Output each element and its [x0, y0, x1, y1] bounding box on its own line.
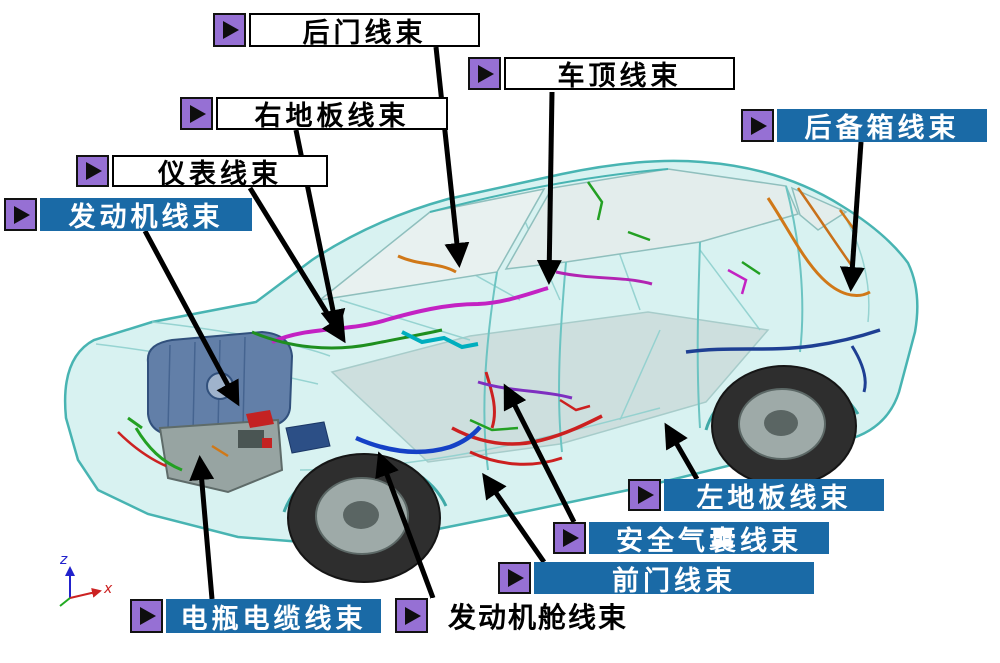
play-triangle-icon: [223, 21, 239, 39]
label-left-floor-harness: 左地板线束: [628, 479, 884, 514]
label-text: 发动机线束: [40, 198, 252, 233]
play-triangle-icon: [86, 162, 102, 180]
label-engine-bay-harness: 发动机舱线束: [395, 598, 645, 634]
label-instrument-harness: 仪表线束: [76, 155, 328, 190]
play-triangle-icon: [563, 529, 579, 547]
flag-icon: [395, 598, 428, 633]
flag-icon: [468, 57, 501, 90]
label-engine-harness: 发动机线束: [4, 198, 252, 233]
label-text: 右地板线束: [216, 97, 448, 132]
label-text: 后门线束: [249, 13, 480, 49]
label-right-floor-harness: 右地板线束: [180, 97, 448, 132]
front-wheel: [287, 453, 441, 583]
engine-emblem: [206, 372, 234, 400]
play-triangle-icon: [508, 569, 524, 587]
label-text: 仪表线束: [112, 155, 328, 190]
label-text: 车顶线束: [504, 57, 735, 92]
label-trunk-harness: 后备箱线束: [741, 109, 987, 144]
label-roof-harness: 车顶线束: [468, 57, 735, 92]
play-triangle-icon: [190, 104, 206, 123]
axis-z-label: z: [59, 552, 68, 568]
label-text: 电瓶电缆线束: [166, 599, 381, 635]
flag-icon: [4, 198, 37, 231]
flag-icon: [498, 562, 531, 594]
coordinate-axis: z x: [59, 552, 113, 607]
play-triangle-icon: [14, 205, 30, 224]
label-text: 左地板线束: [664, 479, 884, 514]
car-windows: [317, 168, 848, 302]
label-text: 后备箱线束: [777, 109, 987, 144]
label-rear-door-harness: 后门线束: [213, 13, 480, 49]
label-front-door-harness: 前门线束: [498, 562, 814, 597]
flag-icon: [76, 155, 109, 187]
flag-icon: [180, 97, 213, 130]
play-triangle-icon: [751, 116, 767, 135]
axis-x-label: x: [103, 581, 113, 597]
play-triangle-icon: [405, 606, 421, 625]
play-triangle-icon: [638, 486, 654, 504]
label-text: 安全气囊线束: [589, 522, 829, 557]
label-battery-cable-harness: 电瓶电缆线束: [130, 599, 381, 635]
rear-wheel: [711, 365, 857, 487]
flag-icon: [553, 522, 586, 554]
label-text: 前门线束: [534, 562, 814, 597]
flag-icon: [741, 109, 774, 142]
fuse-box: [285, 421, 331, 454]
play-triangle-icon: [478, 64, 494, 83]
flag-icon: [130, 599, 163, 633]
label-airbag-harness: 安全气囊线束: [553, 522, 829, 557]
label-text: 发动机舱线束: [431, 598, 645, 634]
side-glass: [504, 168, 800, 270]
flag-icon: [628, 479, 661, 511]
flag-icon: [213, 13, 246, 47]
windshield: [317, 187, 546, 302]
play-triangle-icon: [140, 607, 156, 625]
